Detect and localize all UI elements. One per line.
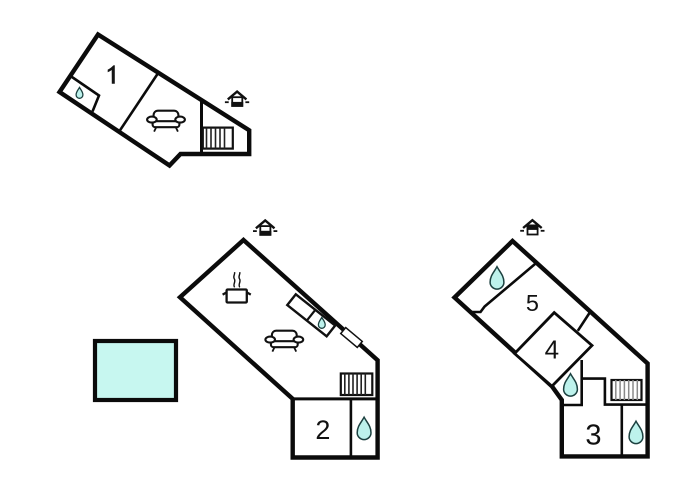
svg-text:3: 3 — [585, 420, 601, 452]
svg-text:2: 2 — [315, 415, 330, 445]
svg-text:4: 4 — [545, 334, 559, 364]
svg-text:5: 5 — [526, 290, 539, 316]
